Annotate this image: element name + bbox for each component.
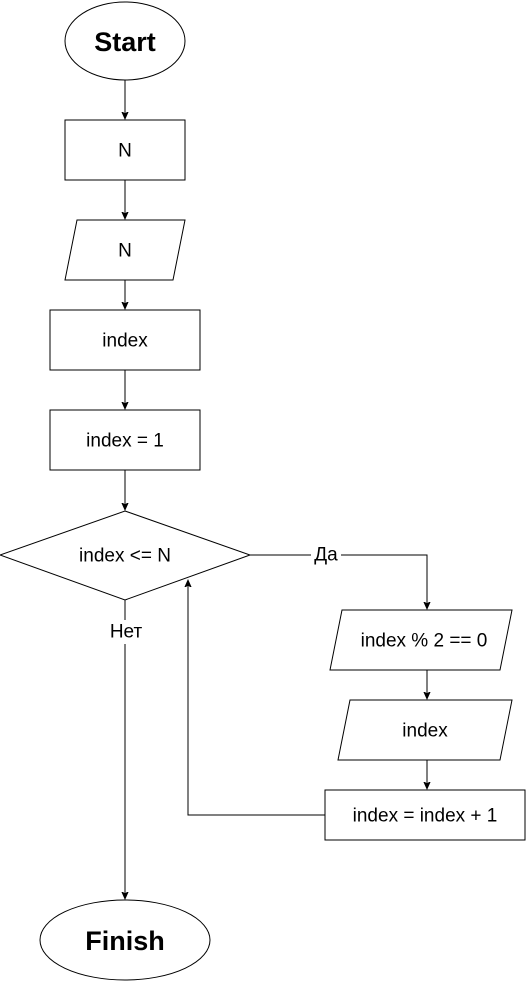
output-index-label: index — [402, 721, 448, 742]
declare-index-process: index — [49, 309, 201, 371]
condition-label: index <= N — [79, 546, 171, 567]
svg-text:Да: Да — [314, 545, 338, 566]
edge-label-no: Нет — [106, 620, 146, 644]
output-index-io: index — [337, 699, 513, 761]
declare-n-label: N — [118, 141, 132, 162]
init-index-label: index = 1 — [86, 431, 164, 452]
increment-label: index = index + 1 — [353, 806, 498, 827]
check-even-io: index % 2 == 0 — [329, 609, 513, 671]
condition-decision: index <= N — [0, 510, 252, 601]
check-even-label: index % 2 == 0 — [361, 631, 488, 652]
finish-label: Finish — [85, 926, 165, 956]
start-terminator: Start — [64, 1, 186, 81]
edges — [125, 80, 427, 899]
edge-label-yes: Да — [311, 543, 341, 567]
increment-process: index = index + 1 — [324, 789, 526, 841]
init-index-process: index = 1 — [49, 409, 201, 471]
declare-n-process: N — [64, 119, 186, 181]
finish-terminator: Finish — [39, 899, 211, 981]
input-n-io: N — [64, 219, 186, 281]
input-n-label: N — [118, 241, 132, 262]
svg-text:Нет: Нет — [110, 622, 143, 643]
start-label: Start — [94, 27, 156, 57]
edge-condition-yes — [250, 554, 427, 609]
edge-increment-loop-back — [188, 580, 325, 816]
declare-index-label: index — [102, 331, 148, 352]
